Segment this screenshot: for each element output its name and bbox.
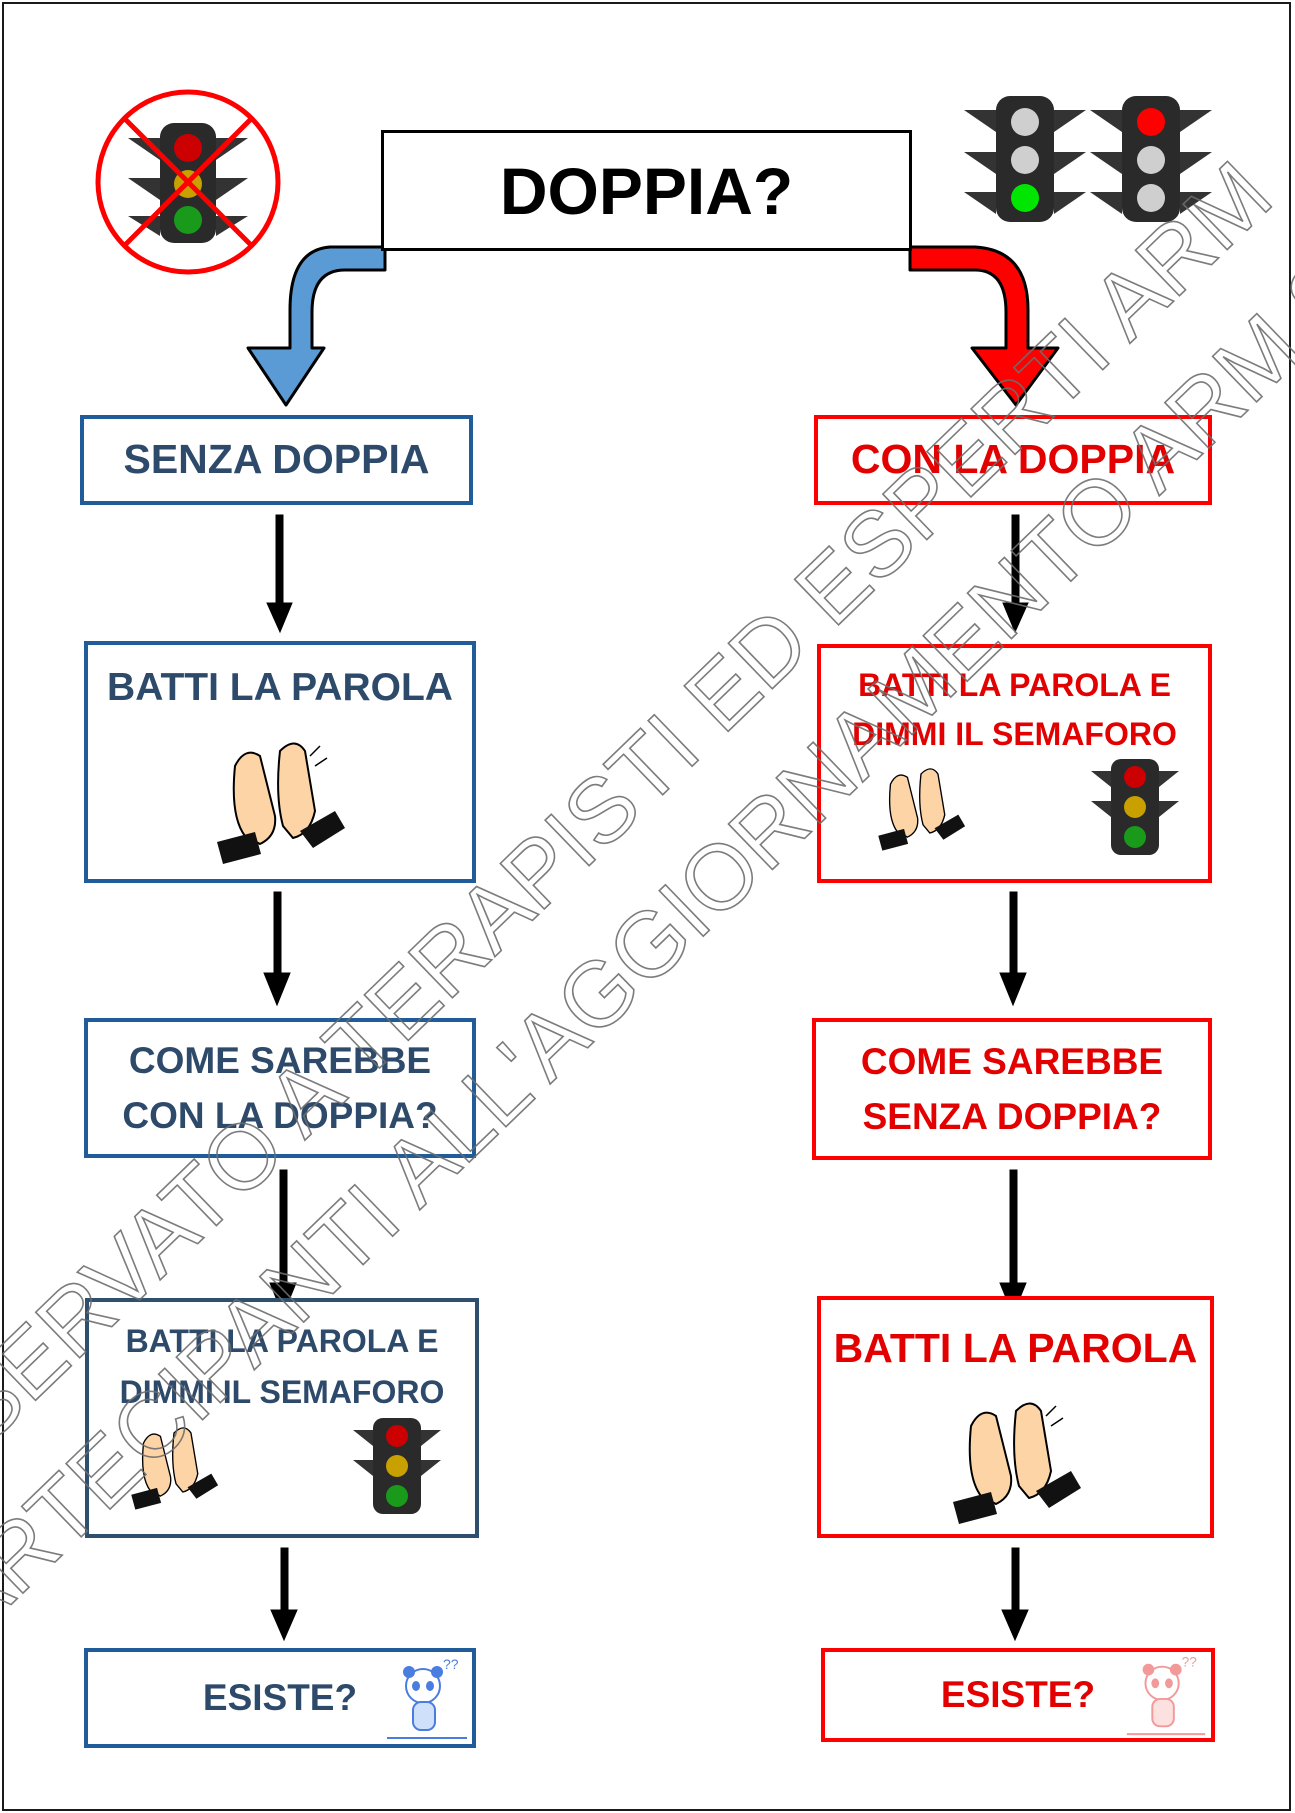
red-branch-arrow bbox=[908, 220, 1060, 407]
svg-text:??: ?? bbox=[443, 1656, 459, 1672]
right-step4-box: BATTI LA PAROLA bbox=[817, 1296, 1214, 1538]
clapping-hands-icon bbox=[217, 742, 345, 864]
traffic-light-green-icon bbox=[964, 96, 1086, 222]
left-step2-text: BATTI LA PAROLA bbox=[107, 666, 453, 709]
left-step4-line1: BATTI LA PAROLA E bbox=[125, 1323, 439, 1359]
right-step4-text: BATTI LA PAROLA bbox=[833, 1325, 1198, 1371]
clapping-hands-icon bbox=[952, 1402, 1081, 1524]
left-step3-line2: CON LA DOPPIA? bbox=[122, 1095, 438, 1136]
left-step4-line2: DIMMI IL SEMAFORO bbox=[119, 1374, 445, 1411]
down-arrow-left-3 bbox=[269, 1169, 297, 1317]
right-arrows bbox=[999, 514, 1029, 1642]
title-text: DOPPIA? bbox=[499, 153, 794, 228]
down-arrow-left-4 bbox=[270, 1547, 298, 1642]
svg-text:??: ?? bbox=[1182, 1655, 1198, 1670]
left-step3-box: COME SAREBBE CON LA DOPPIA? bbox=[84, 1018, 476, 1158]
down-arrow-right-3 bbox=[999, 1169, 1027, 1317]
down-arrow-left-2 bbox=[263, 891, 291, 1007]
right-step2-box: BATTI LA PAROLA E DIMMI IL SEMAFORO bbox=[817, 644, 1212, 883]
right-step3-line1: COME SAREBBE bbox=[860, 1040, 1164, 1082]
blue-branch-arrow bbox=[246, 220, 387, 407]
traffic-light-red-icon bbox=[1090, 96, 1212, 222]
right-step2-line2: DIMMI IL SEMAFORO bbox=[852, 716, 1177, 753]
down-arrow-left-1 bbox=[266, 514, 293, 634]
right-step2-icons bbox=[821, 757, 1208, 857]
traffic-light-icon bbox=[353, 1418, 441, 1515]
right-step3-box: COME SAREBBE SENZA DOPPIA? bbox=[812, 1018, 1212, 1160]
right-step3-line2: SENZA DOPPIA? bbox=[862, 1096, 1162, 1137]
clapping-hands-icon bbox=[131, 1427, 219, 1511]
panda-question-icon: ?? bbox=[387, 1656, 467, 1739]
left-step5-text: ESISTE? bbox=[202, 1677, 358, 1719]
down-arrow-right-1 bbox=[1002, 514, 1029, 634]
down-arrow-right-4 bbox=[1001, 1547, 1029, 1642]
right-step1-box: CON LA DOPPIA bbox=[814, 415, 1212, 505]
left-step3-line1: COME SAREBBE bbox=[128, 1039, 432, 1081]
forbidden-traffic-light-icon bbox=[95, 89, 281, 275]
right-step2-line1: BATTI LA PAROLA E bbox=[858, 667, 1171, 703]
left-step4-box: BATTI LA PAROLA E DIMMI IL SEMAFORO bbox=[85, 1298, 479, 1538]
traffic-light-icon bbox=[1091, 759, 1179, 856]
right-step5-text: ESISTE? bbox=[940, 1674, 1096, 1716]
left-step2-box: BATTI LA PAROLA bbox=[84, 641, 476, 883]
down-arrow-right-2 bbox=[999, 891, 1027, 1007]
title-box: DOPPIA? bbox=[381, 130, 912, 251]
left-step1-text: SENZA DOPPIA bbox=[123, 436, 430, 483]
left-step4-icons bbox=[89, 1416, 475, 1516]
clapping-hands-icon bbox=[878, 768, 966, 851]
left-step5-box: ESISTE? ?? bbox=[84, 1648, 476, 1748]
right-step5-box: ESISTE? ?? bbox=[821, 1648, 1215, 1742]
panda-question-icon: ?? bbox=[1126, 1655, 1206, 1736]
left-step1-box: SENZA DOPPIA bbox=[80, 415, 473, 505]
right-step1-text: CON LA DOPPIA bbox=[850, 436, 1176, 483]
